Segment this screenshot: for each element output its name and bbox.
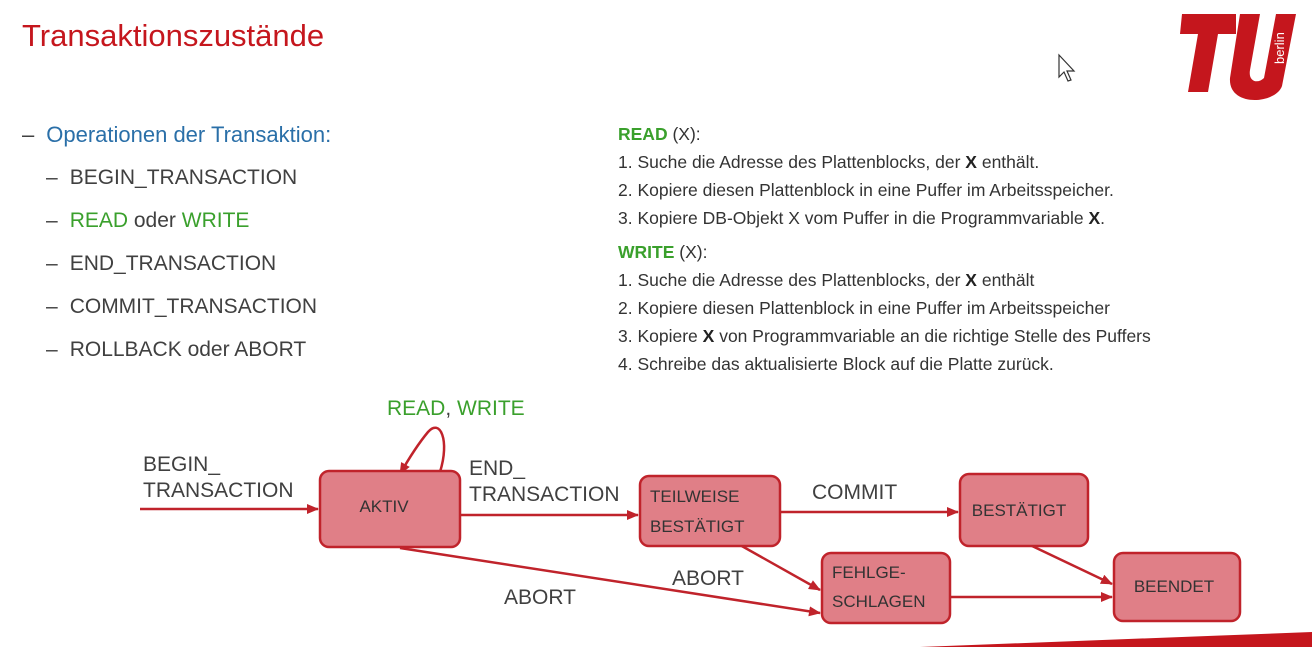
op-commit-transaction: –COMMIT_TRANSACTION [46,295,318,318]
tu-berlin-logo: berlin [1180,14,1296,101]
state-aktiv: AKTIV [318,469,462,549]
state-teilweise-bestaetigt: TEILWEISE BESTÄTIGT [638,474,782,548]
label-begin: TRANSACTION [143,479,294,502]
write-heading: WRITE (X): [618,242,708,262]
label-end: END_ [469,457,525,480]
op-begin-transaction: –BEGIN_TRANSACTION [46,166,298,189]
svg-text:SCHLAGEN: SCHLAGEN [832,592,926,611]
svg-text:TEILWEISE: TEILWEISE [650,487,739,506]
dash-icon: – [46,252,58,275]
label-read-write: READ, WRITE [387,397,525,420]
label-begin: BEGIN_ [143,453,220,476]
op-read-write: –READ oder WRITE [46,209,250,232]
svg-text:BESTÄTIGT: BESTÄTIGT [972,501,1066,520]
svg-text:AKTIV: AKTIV [359,497,409,516]
op-rollback-abort: –ROLLBACK oder ABORT [46,338,307,361]
edge-read-write-loop [398,426,446,475]
read-step: 1. Suche die Adresse des Plattenblocks, … [618,152,1040,172]
dash-icon: – [22,122,35,147]
write-step: 1. Suche die Adresse des Plattenblocks, … [618,270,1035,290]
svg-text:FEHLGE-: FEHLGE- [832,563,906,582]
dash-icon: – [46,338,58,361]
read-heading: READ (X): [618,124,701,144]
state-fehlgeschlagen: FEHLGE- SCHLAGEN [820,551,952,625]
state-bestaetigt: BESTÄTIGT [958,472,1090,548]
footer-accent-stripe [920,632,1312,647]
edge-abort-from-teilweise [739,543,821,592]
svg-text:BEENDET: BEENDET [1134,577,1214,596]
label-commit: COMMIT [812,481,897,504]
logo-text: berlin [1272,32,1287,64]
dash-icon: – [46,166,58,189]
slide-title: Transaktionszustände [22,18,325,53]
write-step: 4. Schreibe das aktualisierte Block auf … [618,354,1054,374]
read-step: 3. Kopiere DB-Objekt X vom Puffer in die… [618,208,1105,228]
read-step: 2. Kopiere diesen Plattenblock in eine P… [618,180,1114,200]
write-step: 3. Kopiere X von Programmvariable an die… [618,326,1151,346]
dash-icon: – [46,295,58,318]
state-beendet: BEENDET [1112,551,1242,623]
svg-text:BESTÄTIGT: BESTÄTIGT [650,517,744,536]
write-step: 2. Kopiere diesen Plattenblock in eine P… [618,298,1110,318]
mouse-cursor-icon [1058,53,1076,82]
label-end: TRANSACTION [469,483,620,506]
op-end-transaction: –END_TRANSACTION [46,252,277,275]
label-abort: ABORT [672,567,744,590]
operations-heading: –Operationen der Transaktion: [22,122,332,147]
edge-bestaetigt-beendet [1029,543,1113,586]
dash-icon: – [46,209,58,232]
edge-abort-from-aktiv [399,546,821,617]
label-abort: ABORT [504,586,576,609]
